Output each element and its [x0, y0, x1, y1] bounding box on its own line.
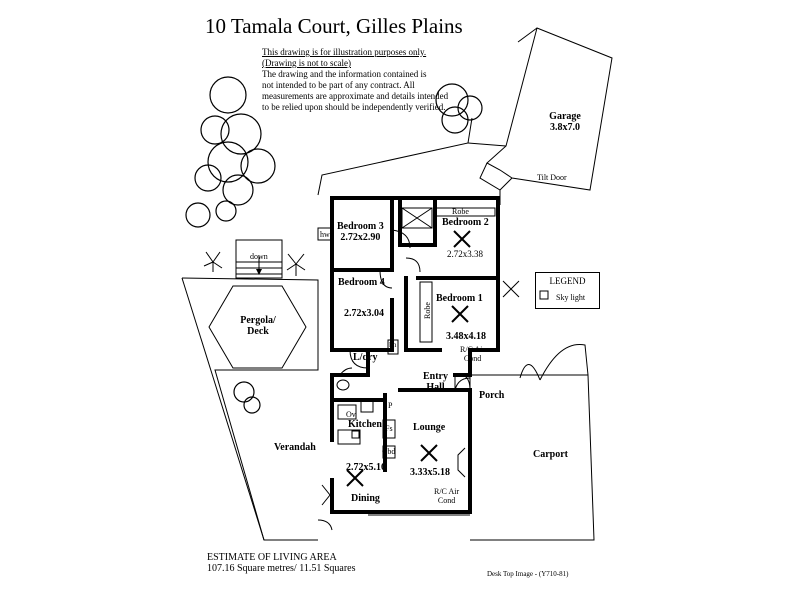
oven-label: Ov	[346, 410, 356, 419]
disclaimer-line: not intended to be part of any contract.…	[262, 80, 415, 90]
label-line: Cond	[437, 496, 456, 505]
image-source: Desk Top Image - (Y710-81)	[487, 570, 569, 578]
steps-down-label: down	[250, 252, 268, 261]
pergola-hexagon	[208, 285, 307, 369]
verandah-label: Verandah	[274, 442, 316, 453]
plant-icons	[203, 251, 520, 298]
cupboard-label: Cbd	[382, 447, 396, 456]
disclaimer-line: (Drawing is not to scale)	[262, 58, 351, 68]
hot-water-label: hw	[320, 230, 330, 239]
room-name: Bedroom 3	[337, 221, 384, 232]
bedroom1-size: 3.48x4.18	[446, 331, 486, 342]
room-name: Garage	[549, 111, 581, 122]
kitchen-label: Kitchen	[348, 419, 382, 430]
garage-outline	[486, 27, 613, 191]
bedroom4-label: Bedroom 4	[338, 277, 385, 288]
label-line: Deck	[247, 326, 269, 337]
estimate-value: 107.16 Square metres/ 11.51 Squares	[207, 563, 356, 574]
legend-box: LEGEND Sky light	[535, 272, 600, 309]
disclaimer-line: measurements are approximate and details…	[262, 91, 449, 101]
dining-label: Dining	[351, 493, 380, 504]
legend-title: LEGEND	[549, 276, 586, 286]
linen-label: lin	[389, 341, 397, 349]
carport-label: Carport	[533, 449, 568, 460]
label-line: Cond	[463, 354, 482, 363]
legend-item-label: Sky light	[556, 293, 586, 302]
label-line: Hall	[426, 382, 445, 393]
entry-hall-label: Entry Hall	[423, 371, 448, 393]
fridge-space-label: Fs	[385, 424, 393, 433]
bedroom3-label: Bedroom 3 2.72x2.90	[337, 221, 384, 243]
carport-outline	[470, 374, 595, 541]
house-outer-wall	[330, 196, 500, 514]
room-size: 2.72x2.90	[340, 232, 381, 243]
legend-item: Sky light	[542, 293, 585, 302]
air-conditioner-label: R/C Air Cond	[434, 487, 459, 505]
label-line: Pergola/	[240, 315, 276, 326]
pantry-label: P	[388, 401, 393, 410]
bedroom1-label: Bedroom 1	[436, 293, 483, 304]
garage-label: Garage 3.8x7.0	[535, 111, 595, 133]
ceiling-fan-icons	[346, 230, 471, 487]
bedroom4-size: 2.72x3.04	[344, 308, 384, 319]
label-line: R/C Air	[460, 345, 486, 354]
deck-outline	[181, 277, 319, 541]
lounge-size: 3.33x5.18	[410, 467, 450, 478]
pergola-label: Pergola/ Deck	[238, 315, 278, 337]
label-line: R/C Air	[434, 487, 460, 496]
plan-title: 10 Tamala Court, Gilles Plains	[205, 14, 463, 38]
tilt-door-label: Tilt Door	[537, 173, 567, 182]
estimate-heading: ESTIMATE OF LIVING AREA	[207, 552, 337, 563]
lounge-label: Lounge	[413, 422, 446, 433]
laundry-label: L/dry	[353, 352, 378, 363]
disclaimer-line: This drawing is for illustration purpose…	[262, 47, 427, 57]
air-conditioner-label: R/C Air Cond	[460, 345, 485, 363]
living-area-estimate: ESTIMATE OF LIVING AREA 107.16 Square me…	[207, 552, 356, 574]
skylight-symbol	[351, 290, 549, 439]
bedroom2-size: 2.72x3.38	[447, 249, 483, 259]
tree-icons	[185, 76, 483, 414]
disclaimer: This drawing is for illustration purpose…	[262, 47, 462, 113]
disclaimer-line: to be relied upon should be independentl…	[262, 102, 446, 112]
dining-size: 2.72x5.16	[346, 462, 386, 473]
bedroom2-label: Bedroom 2	[442, 217, 489, 228]
robe-label: Robe	[452, 207, 469, 216]
porch-label: Porch	[479, 390, 505, 401]
disclaimer-line: The drawing and the information containe…	[262, 69, 427, 79]
robe-label: Robe	[422, 302, 432, 319]
room-size: 3.8x7.0	[550, 122, 580, 133]
label-line: Entry	[423, 371, 448, 382]
